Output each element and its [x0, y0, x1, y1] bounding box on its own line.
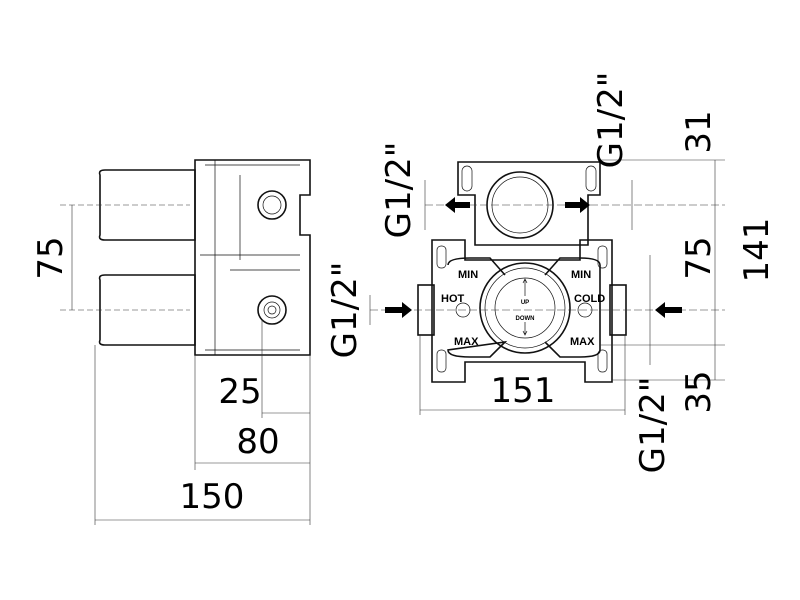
label-max-right: MAX — [570, 336, 595, 348]
dim-bottom-offset: 35 — [679, 370, 719, 413]
arrow-left-icon — [655, 302, 682, 318]
connection-top-right: G1/2" — [591, 72, 631, 169]
label-min-left: MIN — [458, 269, 478, 281]
label-down: DOWN — [516, 316, 535, 322]
label-hot: HOT — [441, 293, 465, 305]
label-min-right: MIN — [571, 269, 591, 281]
dim-width: 151 — [491, 371, 556, 411]
connection-left: G1/2" — [325, 262, 365, 359]
dim-depth-small: 25 — [218, 372, 261, 412]
dim-height: 141 — [737, 218, 777, 283]
dim-handle-spacing: 75 — [31, 236, 71, 279]
arrow-right-icon — [565, 197, 590, 213]
arrow-left-icon — [445, 197, 470, 213]
dim-depth-body: 80 — [236, 422, 279, 462]
connection-right: G1/2" — [633, 377, 673, 474]
label-max-left: MAX — [454, 336, 479, 348]
arrow-right-icon — [385, 302, 412, 318]
label-cold: COLD — [574, 293, 605, 305]
label-up: UP — [521, 300, 529, 306]
connection-top-left: G1/2" — [379, 142, 419, 239]
dim-depth-total: 150 — [180, 477, 245, 517]
front-view: MIN MIN HOT COLD MAX MAX UP DOWN 151 31 … — [325, 72, 777, 474]
side-view: 75 25 80 150 — [31, 159, 311, 525]
dim-spacing: 75 — [679, 236, 719, 279]
dim-top-offset: 31 — [679, 110, 719, 153]
